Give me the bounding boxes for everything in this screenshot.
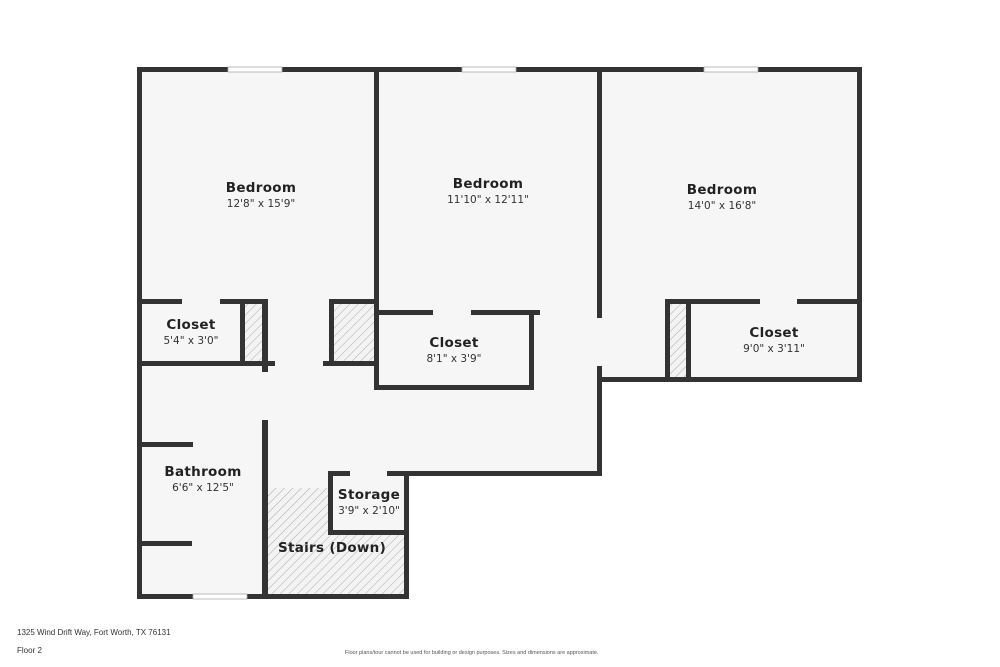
doorway (275, 361, 323, 366)
room-dims-bedroom-3: 14'0" x 16'8" (688, 200, 756, 212)
doorway (760, 299, 797, 304)
window (461, 66, 517, 73)
hatched-areas (245, 304, 686, 594)
window (192, 593, 248, 600)
address: 1325 Wind Drift Way, Fort Worth, TX 7613… (17, 628, 171, 637)
room-dims-bathroom: 6'6" x 12'5" (172, 482, 234, 494)
doorway (182, 299, 220, 304)
room-dims-bedroom-2: 11'10" x 12'11" (447, 194, 529, 206)
window (227, 66, 283, 73)
openings (182, 66, 797, 600)
room-dims-closet-3: 9'0" x 3'11" (743, 343, 805, 355)
room-labels: Bedroom 12'8" x 15'9" Bedroom 11'10" x 1… (163, 176, 804, 556)
window (703, 66, 759, 73)
room-dims-bedroom-1: 12'8" x 15'9" (227, 198, 295, 210)
room-name-closet-2: Closet (429, 335, 479, 351)
room-name-closet-3: Closet (749, 325, 799, 341)
room-dims-storage: 3'9" x 2'10" (338, 505, 400, 517)
floor-label: Floor 2 (17, 646, 42, 655)
room-dims-closet-1: 5'4" x 3'0" (163, 335, 218, 347)
doorway (350, 471, 387, 476)
room-dims-closet-2: 8'1" x 3'9" (426, 353, 481, 365)
doorway (540, 310, 586, 315)
room-name-bedroom-1: Bedroom (226, 180, 296, 196)
disclaimer: Floor plans/tour cannot be used for buil… (345, 650, 599, 656)
room-name-closet-1: Closet (166, 317, 216, 333)
doorway (433, 310, 471, 315)
room-name-bedroom-2: Bedroom (453, 176, 523, 192)
room-name-storage: Storage (338, 487, 400, 503)
room-name-stairs: Stairs (Down) (278, 540, 386, 556)
room-name-bathroom: Bathroom (164, 464, 241, 480)
doorway (262, 372, 268, 420)
room-name-bedroom-3: Bedroom (687, 182, 757, 198)
